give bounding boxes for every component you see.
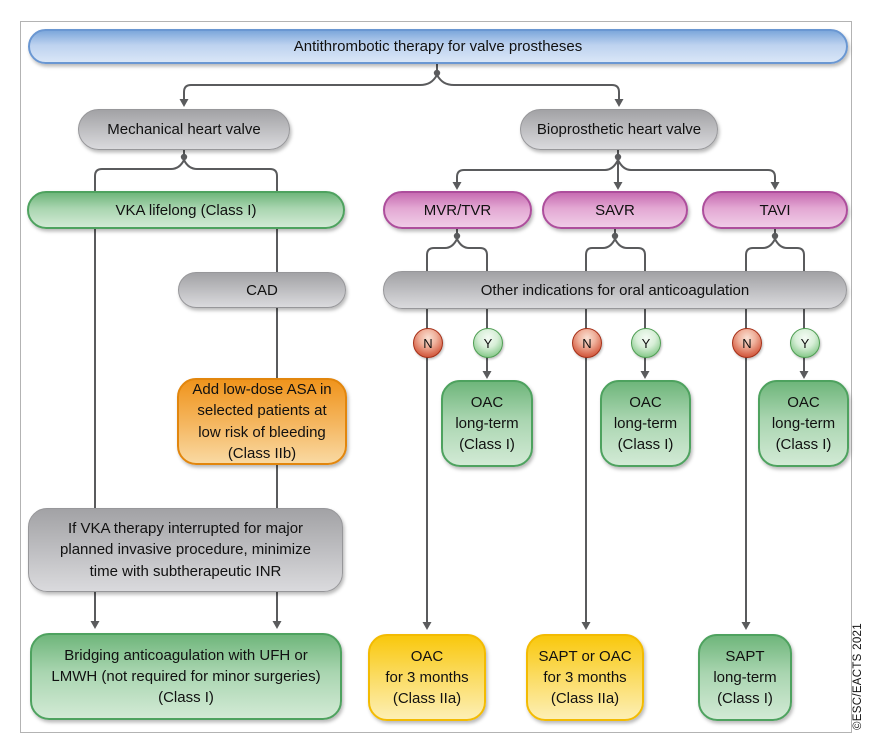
node-tavi: TAVI <box>702 191 848 229</box>
node-sapt-longterm: SAPT long-term (Class I) <box>698 634 792 721</box>
node-bioprosthetic-heart-valve: Bioprosthetic heart valve <box>520 109 718 150</box>
node-vka-lifelong: VKA lifelong (Class I) <box>27 191 345 229</box>
node-savr: SAVR <box>542 191 688 229</box>
node-cad: CAD <box>178 272 346 308</box>
copyright-label: ©ESC/EACTS 2021 <box>852 623 864 730</box>
node-oac-longterm-3: OAC long-term (Class I) <box>758 380 849 467</box>
connector-mvr-split <box>422 229 492 630</box>
connector-savr-split <box>581 229 650 630</box>
badge-no-savr: N <box>572 328 602 358</box>
node-oac-longterm-1: OAC long-term (Class I) <box>441 380 533 467</box>
node-mvr-tvr: MVR/TVR <box>383 191 532 229</box>
node-oac-longterm-2: OAC long-term (Class I) <box>600 380 691 467</box>
badge-yes-savr: Y <box>631 328 661 358</box>
badge-yes-mvr: Y <box>473 328 503 358</box>
node-vka-interrupted: If VKA therapy interrupted for major pla… <box>28 508 343 592</box>
node-other-indications: Other indications for oral anticoagulati… <box>383 271 847 309</box>
connector-title-split <box>179 63 624 107</box>
node-title: Antithrombotic therapy for valve prosthe… <box>28 29 848 64</box>
badge-no-tavi: N <box>732 328 762 358</box>
node-mechanical-heart-valve: Mechanical heart valve <box>78 109 290 150</box>
connector-bioprosthetic-split <box>452 150 780 190</box>
node-sapt-or-oac-3-months: SAPT or OAC for 3 months (Class IIa) <box>526 634 644 721</box>
node-oac-3-months: OAC for 3 months (Class IIa) <box>368 634 486 721</box>
badge-yes-tavi: Y <box>790 328 820 358</box>
connector-mechanical-split <box>90 150 282 629</box>
node-add-low-dose-asa: Add low-dose ASA in selected patients at… <box>177 378 347 465</box>
connector-tavi-split <box>741 229 809 630</box>
badge-no-mvr: N <box>413 328 443 358</box>
node-bridging-anticoagulation: Bridging anticoagulation with UFH or LMW… <box>30 633 342 720</box>
